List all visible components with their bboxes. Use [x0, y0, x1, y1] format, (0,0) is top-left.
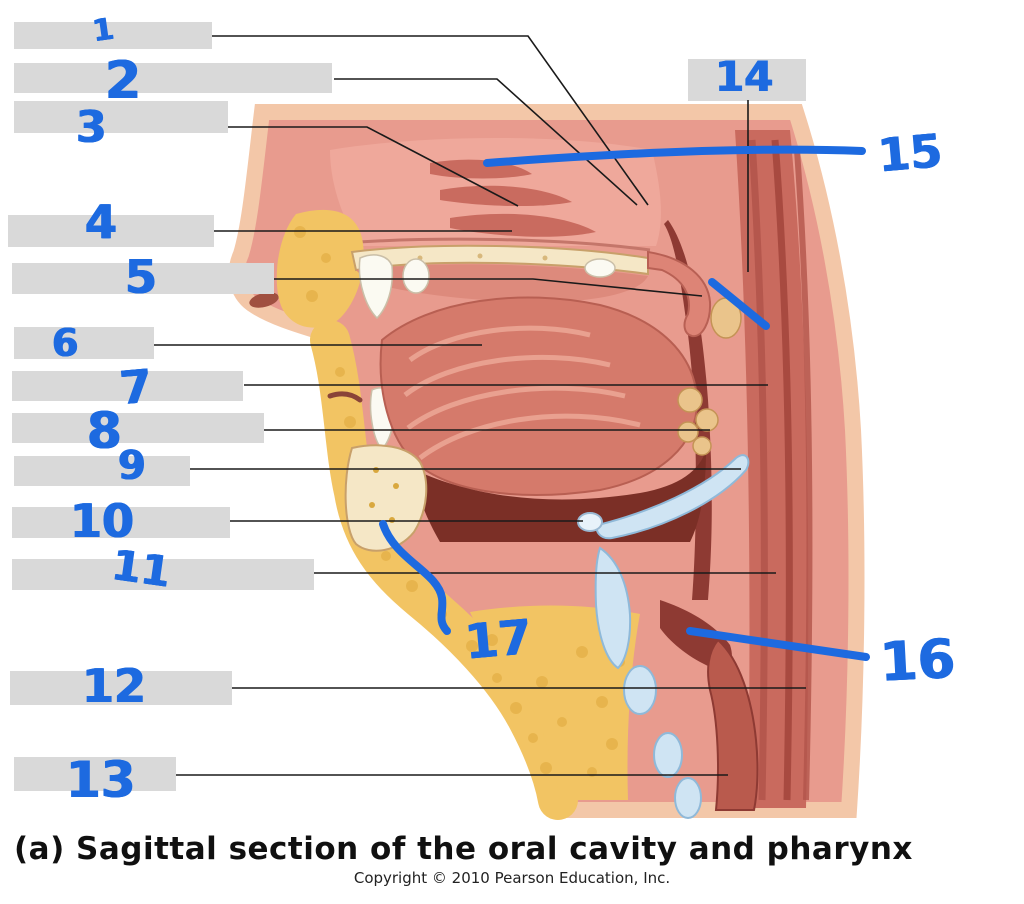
stroke-near-soft-palate — [708, 278, 770, 330]
handwritten-number-12: 12 — [82, 659, 147, 713]
nasal-cavity — [249, 137, 661, 308]
stroke-for-15 — [483, 145, 866, 167]
blank-label-box-2[interactable] — [14, 63, 332, 93]
mouth-line — [327, 391, 363, 403]
mouth-floor-shadow — [415, 450, 706, 542]
hyoid-bone — [577, 512, 603, 532]
stroke-for-17 — [379, 520, 451, 635]
blank-label-box-10[interactable] — [12, 507, 230, 538]
handwritten-number-5: 5 — [125, 250, 158, 304]
blank-label-box-13[interactable] — [14, 757, 176, 791]
handwritten-number-11: 11 — [108, 540, 174, 597]
handwritten-number-2: 2 — [105, 51, 142, 111]
handwritten-number-14: 14 — [715, 52, 774, 101]
figure-caption: (a) Sagittal section of the oral cavity … — [14, 831, 913, 867]
teeth — [358, 254, 616, 451]
handwritten-number-10: 10 — [70, 494, 135, 548]
blank-label-box-7[interactable] — [12, 371, 243, 401]
esophagus — [707, 638, 759, 811]
fat-tissue — [276, 209, 640, 820]
handwritten-number-8: 8 — [87, 402, 122, 460]
handwritten-number-16: 16 — [878, 627, 957, 694]
handwritten-number-7: 7 — [117, 358, 155, 416]
handwritten-number-17: 17 — [462, 609, 535, 671]
handwritten-number-13: 13 — [66, 751, 136, 809]
blank-label-box-1[interactable] — [14, 22, 212, 49]
soft-palate-uvula — [647, 250, 712, 338]
blank-label-box-12[interactable] — [10, 671, 232, 705]
laryngeal-inlet — [660, 600, 732, 671]
handwritten-strokes — [379, 145, 870, 661]
blank-label-box-14[interactable] — [688, 59, 806, 101]
mandible — [344, 444, 428, 552]
stroke-for-16 — [686, 627, 870, 661]
pharynx-cavity — [664, 220, 712, 600]
copyright-text: Copyright © 2010 Pearson Education, Inc. — [353, 869, 671, 887]
blank-label-box-6[interactable] — [14, 327, 154, 359]
handwritten-number-3: 3 — [76, 102, 107, 153]
blank-label-box-3[interactable] — [14, 101, 228, 133]
head-silhouette — [228, 104, 865, 818]
tongue — [379, 296, 699, 496]
handwritten-number-15: 15 — [875, 123, 945, 183]
handwritten-number-9: 9 — [118, 443, 146, 489]
hard-palate — [350, 244, 649, 276]
handwritten-number-1: 1 — [90, 11, 117, 50]
larynx-cartilages — [594, 546, 702, 819]
blank-label-box-4[interactable] — [8, 215, 214, 247]
blank-label-box-8[interactable] — [12, 413, 264, 443]
posterior-pharyngeal-wall — [735, 130, 813, 808]
epiglottis — [577, 454, 750, 540]
blank-label-box-9[interactable] — [14, 456, 190, 486]
mouth-roof — [356, 264, 648, 302]
handwritten-number-4: 4 — [85, 195, 118, 249]
handwritten-number-6: 6 — [52, 321, 79, 365]
tonsils — [677, 297, 742, 456]
